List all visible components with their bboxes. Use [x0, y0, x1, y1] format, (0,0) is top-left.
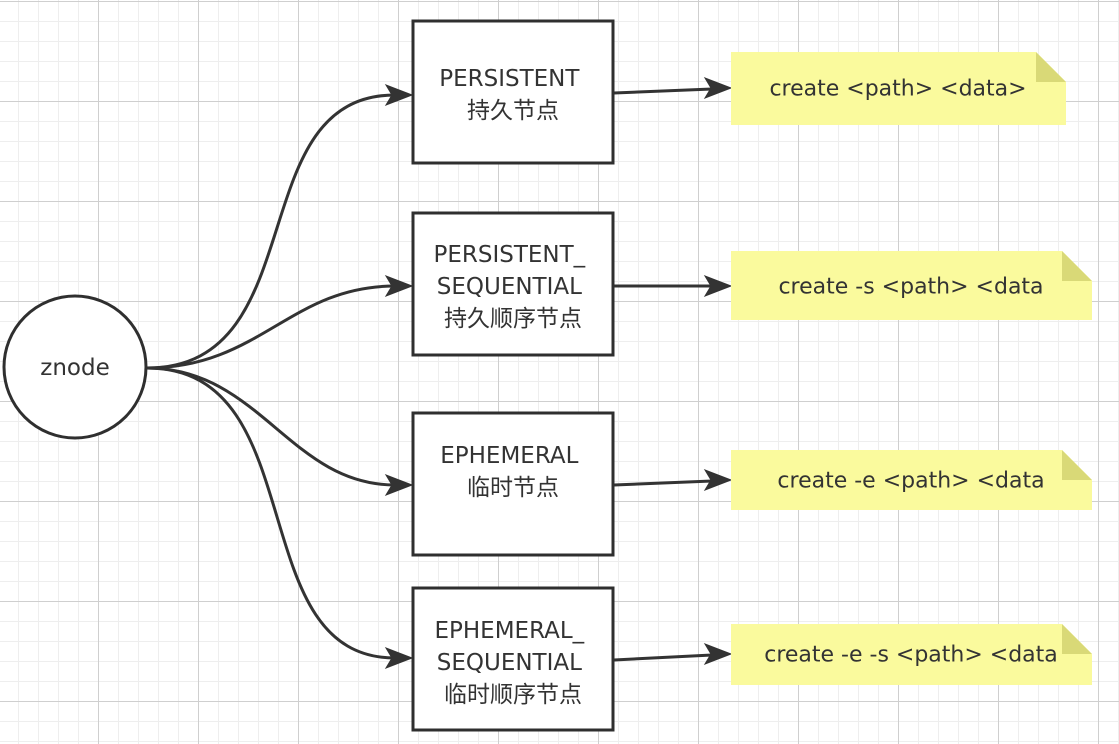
type-label-line: PERSISTENT — [439, 66, 580, 92]
edge-ephemeral-command — [613, 479, 713, 487]
edge-znode-persistent-sequential — [146, 284, 396, 370]
command-note-ephemeral-sequential: create -e -s <path> <data — [731, 624, 1092, 685]
type-label-line: SEQUENTIAL — [437, 650, 582, 676]
note-fold — [1036, 52, 1066, 82]
command-text: create -e -s <path> <data — [764, 643, 1058, 668]
arrow-head-ephemeral — [384, 474, 414, 496]
type-label-line: PERSISTENT_ — [433, 242, 585, 268]
type-label-line: EPHEMERAL_ — [434, 618, 584, 644]
znode-circle — [2, 294, 148, 440]
note-body — [731, 450, 1092, 510]
command-connectors — [613, 77, 733, 665]
type-label: EPHEMERAL 临时节点 — [440, 443, 586, 501]
arrow-head-persistent — [384, 84, 414, 106]
command-text: create -s <path> <data — [778, 275, 1043, 300]
znode-node: znode — [2, 294, 148, 440]
connectors — [146, 84, 414, 669]
arrow-head-ephemeral-command — [703, 469, 733, 491]
type-box-persistent: PERSISTENT 持久节点 — [411, 19, 615, 165]
arrow-head-persistent-command — [703, 77, 733, 99]
arrow-head-persistent-sequential — [384, 275, 414, 297]
type-box — [411, 211, 615, 357]
note-body — [731, 251, 1092, 320]
type-label: EPHEMERAL_ SEQUENTIAL 临时顺序节点 — [434, 618, 591, 708]
znode-label: znode — [40, 355, 109, 381]
edge-znode-ephemeral — [146, 366, 396, 487]
type-box-ephemeral-sequential: EPHEMERAL_ SEQUENTIAL 临时顺序节点 — [411, 586, 615, 732]
type-label: PERSISTENT_ SEQUENTIAL 持久顺序节点 — [433, 242, 592, 332]
type-box-ephemeral: EPHEMERAL 临时节点 — [411, 411, 615, 557]
arrow-head-persistent-sequential-command — [703, 275, 733, 297]
command-text: create -e <path> <data — [777, 469, 1044, 494]
type-label-line: 临时节点 — [467, 475, 559, 501]
type-label: PERSISTENT 持久节点 — [439, 66, 587, 124]
note-body — [731, 52, 1066, 125]
edge-persistent-command — [613, 87, 713, 95]
type-label-line: 持久节点 — [467, 98, 559, 124]
command-note-persistent: create <path> <data> — [731, 52, 1066, 125]
note-fold — [1062, 450, 1092, 480]
note-body — [731, 624, 1092, 685]
type-box — [411, 19, 615, 165]
command-note-persistent-sequential: create -s <path> <data — [731, 251, 1092, 320]
note-fold — [1062, 624, 1092, 654]
type-label-line: SEQUENTIAL — [437, 274, 582, 300]
arrow-head-ephemeral-sequential-command — [703, 643, 733, 665]
type-label-line: 临时顺序节点 — [444, 682, 582, 708]
arrow-head-ephemeral-sequential — [384, 647, 414, 669]
edge-ephemeral-sequential-command — [613, 653, 713, 662]
type-box-persistent-sequential: PERSISTENT_ SEQUENTIAL 持久顺序节点 — [411, 211, 615, 357]
type-label-line: 持久顺序节点 — [444, 306, 582, 332]
command-text: create <path> <data> — [769, 77, 1026, 102]
note-fold — [1062, 251, 1092, 281]
type-box — [411, 586, 615, 732]
type-label-line: EPHEMERAL — [440, 443, 578, 469]
edge-znode-ephemeral-sequential — [146, 366, 396, 660]
type-box — [411, 411, 615, 557]
command-note-ephemeral: create -e <path> <data — [731, 450, 1092, 510]
edge-znode-persistent — [146, 93, 396, 370]
